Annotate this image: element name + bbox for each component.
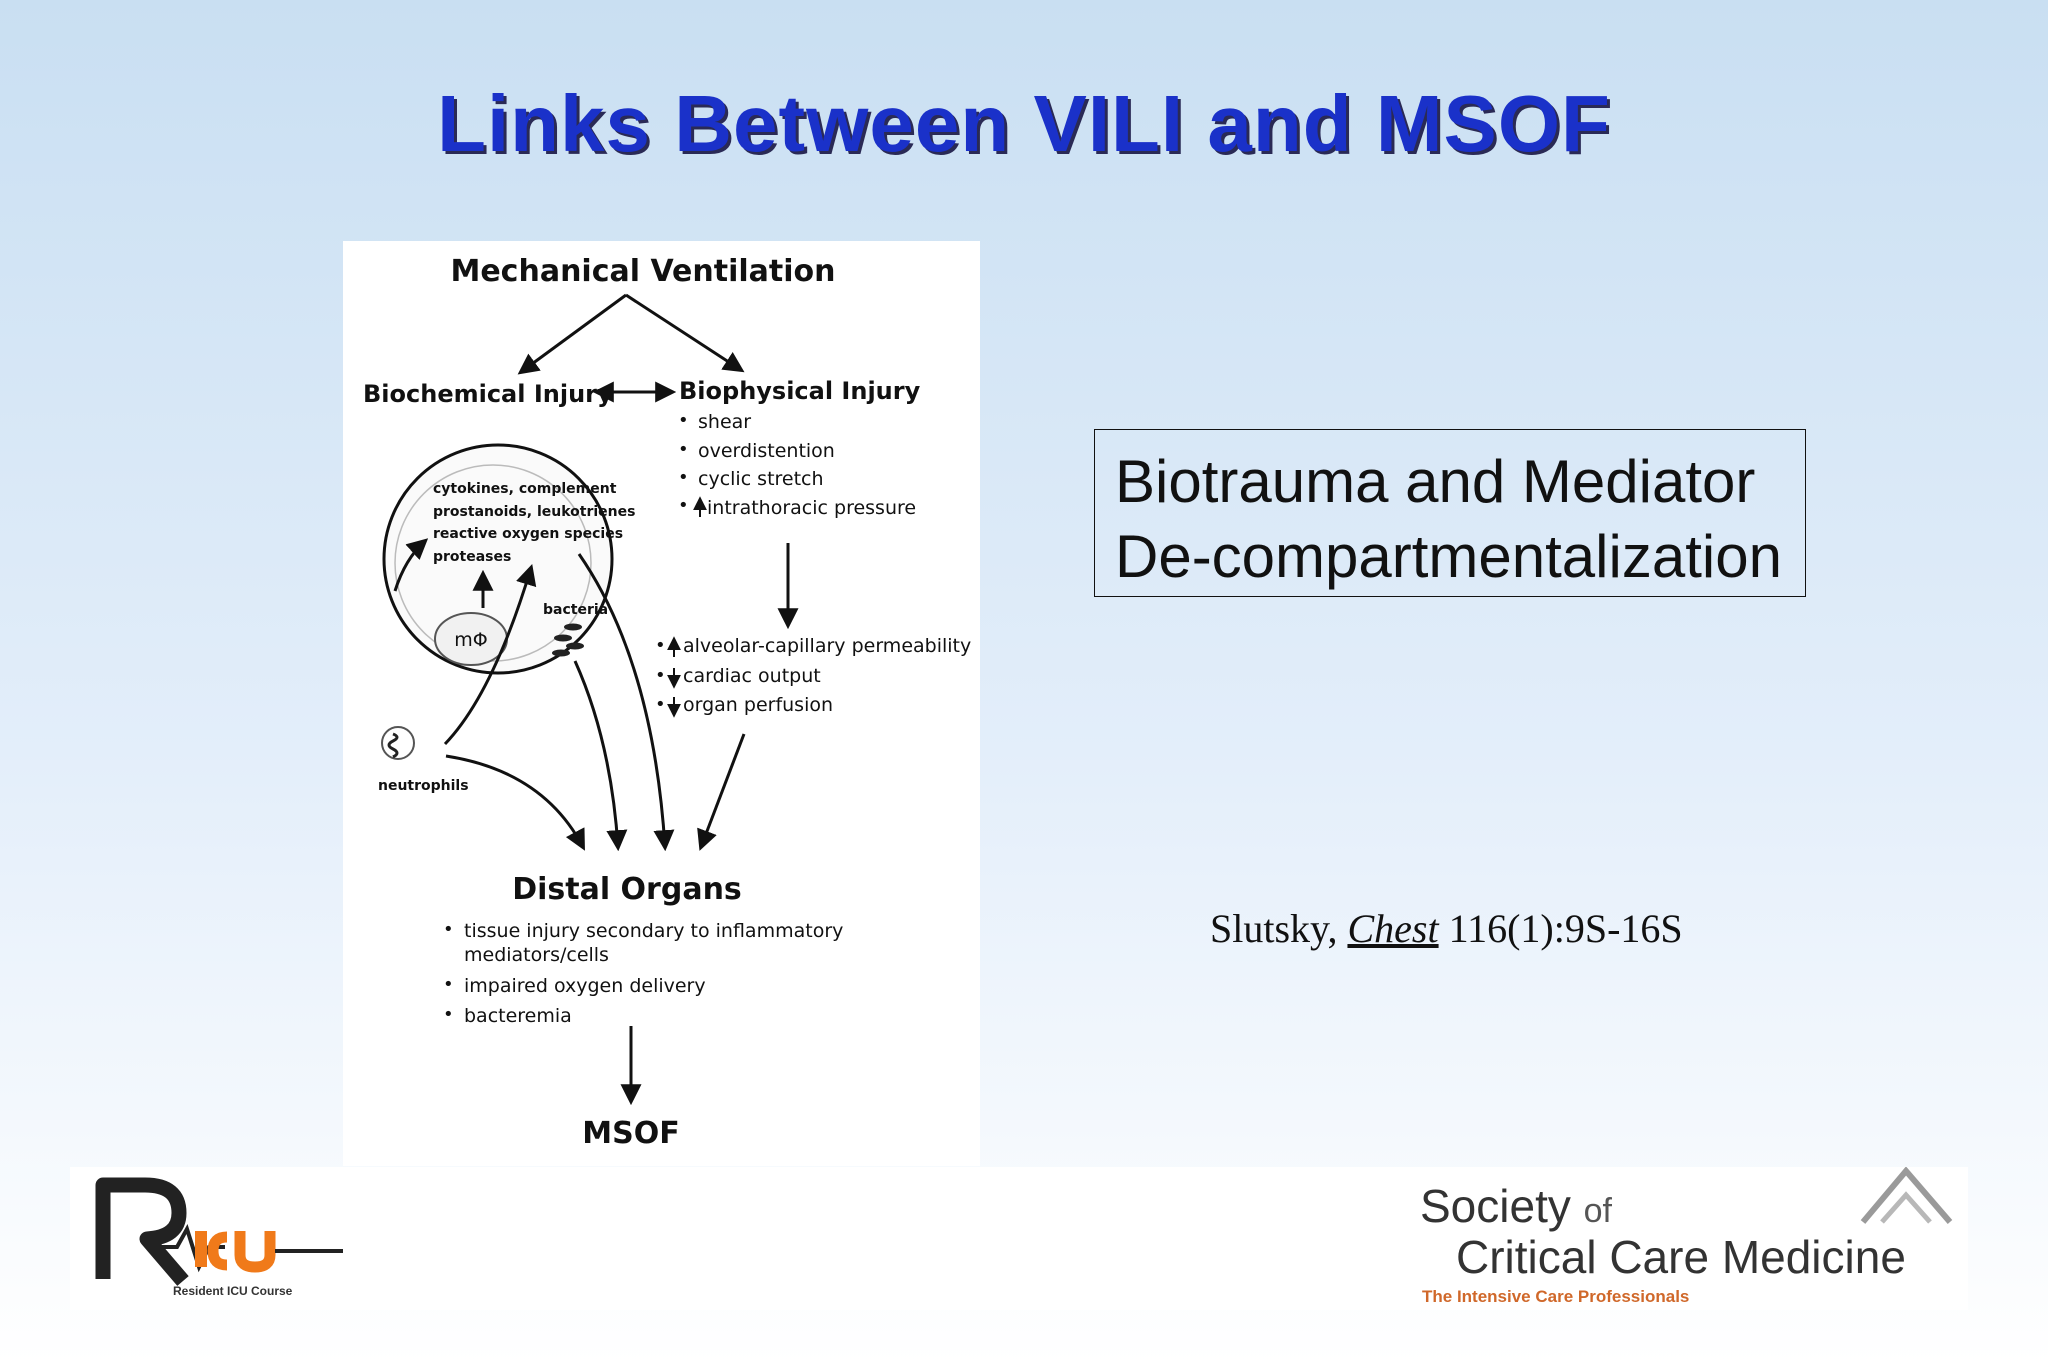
svg-text:•: • xyxy=(655,665,666,686)
arrow-neutrophil-to-proteases xyxy=(443,563,537,746)
sccm-tagline: The Intensive Care Professionals xyxy=(1422,1287,1690,1306)
svg-text:•: • xyxy=(443,1004,454,1025)
bacteria-icon xyxy=(552,623,584,657)
node-biophysical-injury: Biophysical Injury xyxy=(679,377,921,405)
sccm-society: Society xyxy=(1420,1180,1571,1232)
arrow-to-biochemical xyxy=(517,293,627,375)
sccm-name: Critical Care Medicine xyxy=(1456,1231,1906,1283)
distal-list: • tissue injury secondary to inflammator… xyxy=(443,919,843,1027)
svg-text:•: • xyxy=(678,410,689,431)
svg-text:•: • xyxy=(678,439,689,460)
neutrophil-icon xyxy=(381,726,415,760)
distal-item-2: impaired oxygen delivery xyxy=(464,975,706,997)
arrow-mediators-to-organs xyxy=(577,553,675,852)
macrophage-label: mΦ xyxy=(454,629,487,651)
mediator-3: reactive oxygen species xyxy=(433,526,623,542)
bacteria-label: bacteria xyxy=(543,602,608,618)
distal-item-1: tissue injury secondary to inflammatory xyxy=(464,920,843,942)
ricu-logo: Resident ICU Course xyxy=(95,1177,343,1298)
node-distal-organs: Distal Organs xyxy=(512,872,742,907)
item-intrathoracic-pressure: intrathoracic pressure xyxy=(707,497,916,519)
mediator-list: cytokines, complement prostanoids, leuko… xyxy=(433,481,635,565)
mediator-4: proteases xyxy=(433,549,511,565)
svg-text:•: • xyxy=(655,635,666,656)
node-mechanical-ventilation: Mechanical Ventilation xyxy=(450,254,835,289)
arrow-effects-to-organs xyxy=(697,733,746,851)
svg-text:•: • xyxy=(678,467,689,488)
sccm-logo: Society of Critical Care Medicine The In… xyxy=(1420,1167,1960,1310)
distal-item-1b: mediators/cells xyxy=(464,944,609,966)
diagram-svg: Mechanical Ventilation Biochemical Injur… xyxy=(363,254,971,1151)
vili-msof-diagram: Mechanical Ventilation Biochemical Injur… xyxy=(343,241,980,1166)
sccm-of: of xyxy=(1583,1192,1612,1230)
effects-list: • alveolar-capillary permeability • card… xyxy=(655,635,971,718)
node-msof: MSOF xyxy=(582,1116,679,1151)
ricu-caption: Resident ICU Course xyxy=(173,1284,293,1298)
effect-organ-perfusion: organ perfusion xyxy=(683,694,833,716)
arrow-neutrophil-to-organs xyxy=(445,754,585,851)
biophysical-list: • shear • overdistention • cyclic stretc… xyxy=(678,410,916,519)
node-biochemical-injury: Biochemical Injury xyxy=(363,380,613,408)
footer-bar: Resident ICU Course Society of Critical … xyxy=(70,1167,1968,1310)
neutrophils-label: neutrophils xyxy=(378,778,469,794)
biotrauma-callout: Biotrauma and Mediator De-compartmentali… xyxy=(1094,429,1806,597)
svg-text:•: • xyxy=(678,495,689,516)
distal-item-3: bacteremia xyxy=(464,1005,572,1027)
citation-author: Slutsky, xyxy=(1210,906,1338,951)
item-overdistention: overdistention xyxy=(698,440,835,462)
item-cyclic-stretch: cyclic stretch xyxy=(698,468,824,490)
slide-title: Links Between VILI and MSOF xyxy=(437,79,1611,168)
mediator-1: cytokines, complement xyxy=(433,481,617,497)
alveolus-circle xyxy=(382,443,614,675)
callout-line-1: Biotrauma and Mediator xyxy=(1115,448,1756,515)
effect-permeability: alveolar-capillary permeability xyxy=(683,635,971,657)
item-shear: shear xyxy=(698,411,751,433)
sccm-triangle-icon xyxy=(1860,1167,1953,1224)
arrow-to-biophysical xyxy=(625,293,745,373)
citation-ref: 116(1):9S-16S xyxy=(1448,906,1683,951)
arrow-neutrophil-to-mediators xyxy=(393,538,429,592)
svg-text:•: • xyxy=(443,974,454,995)
callout-line-2: De-compartmentalization xyxy=(1115,523,1782,590)
citation-journal: Chest xyxy=(1347,906,1439,951)
svg-text:•: • xyxy=(443,919,454,940)
citation: Slutsky, Chest 116(1):9S-16S xyxy=(1210,905,1683,952)
effect-cardiac-output: cardiac output xyxy=(683,665,821,687)
svg-text:•: • xyxy=(655,694,666,715)
mediator-2: prostanoids, leukotrienes xyxy=(433,504,635,520)
arrow-bacteria-to-organs xyxy=(573,660,628,852)
